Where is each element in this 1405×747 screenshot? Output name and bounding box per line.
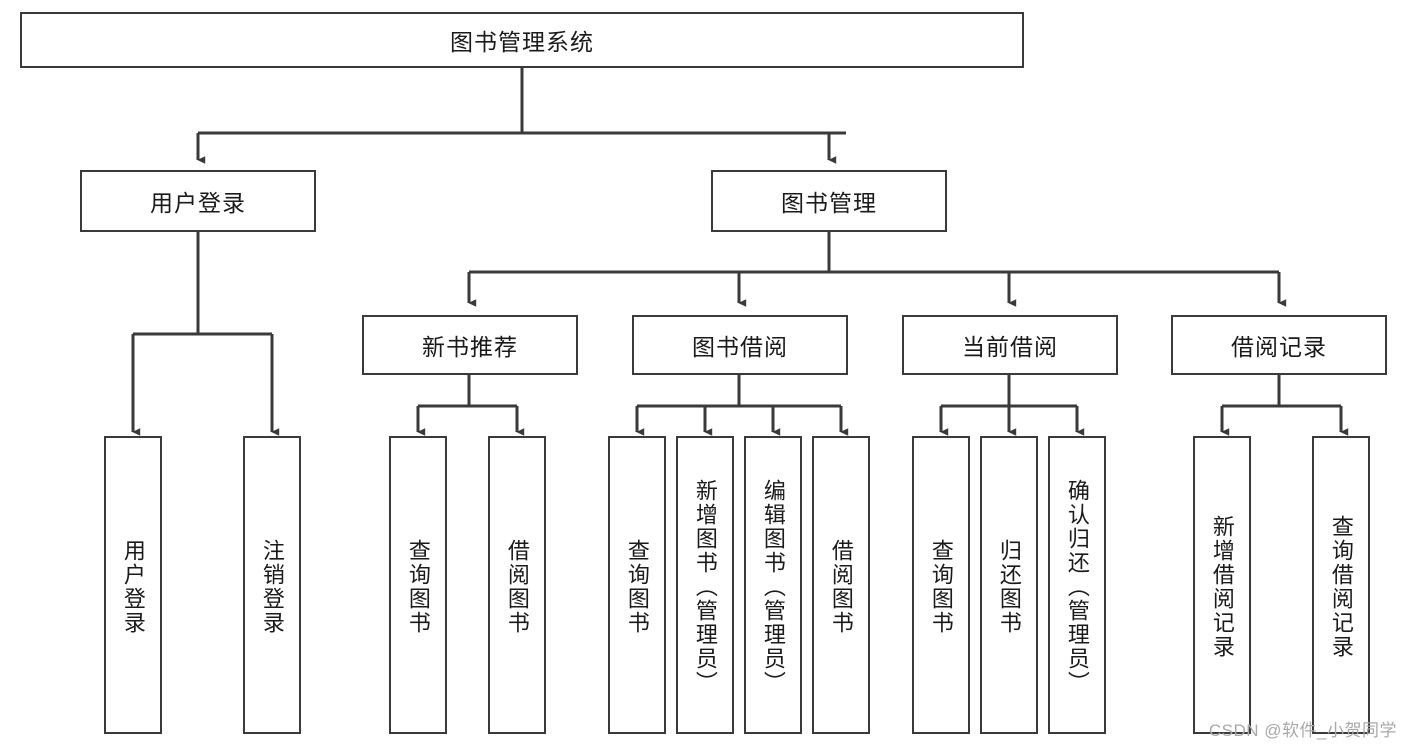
node-leaf-add-book-label: 新增图书（管理员） xyxy=(692,479,718,695)
node-leaf-add-book[interactable]: 新增图书（管理员） xyxy=(676,436,734,734)
node-leaf-user-logout[interactable]: 注销登录 xyxy=(243,436,301,734)
node-leaf-add-record-label: 新增借阅记录 xyxy=(1209,515,1235,659)
node-current-borrow[interactable]: 当前借阅 xyxy=(902,315,1118,375)
node-leaf-borrow-book-1[interactable]: 借阅图书 xyxy=(488,436,546,734)
node-root-label: 图书管理系统 xyxy=(450,29,594,55)
node-leaf-query-record-label: 查询借阅记录 xyxy=(1328,515,1354,659)
node-leaf-user-login[interactable]: 用户登录 xyxy=(104,436,162,734)
node-new-book-recommend[interactable]: 新书推荐 xyxy=(362,315,578,375)
node-leaf-borrow-book-2-label: 借阅图书 xyxy=(828,539,854,635)
node-leaf-query-book-1[interactable]: 查询图书 xyxy=(389,436,447,734)
node-leaf-user-logout-label: 注销登录 xyxy=(259,539,285,635)
node-borrow-record-label: 借阅记录 xyxy=(1231,334,1327,360)
node-leaf-borrow-book-2[interactable]: 借阅图书 xyxy=(812,436,870,734)
node-leaf-query-record[interactable]: 查询借阅记录 xyxy=(1312,436,1370,734)
node-leaf-query-book-3[interactable]: 查询图书 xyxy=(912,436,970,734)
node-leaf-edit-book-label: 编辑图书（管理员） xyxy=(760,479,786,695)
node-current-borrow-label: 当前借阅 xyxy=(962,334,1058,360)
node-leaf-return-book-label: 归还图书 xyxy=(996,539,1022,635)
node-root[interactable]: 图书管理系统 xyxy=(20,12,1024,68)
node-leaf-query-book-3-label: 查询图书 xyxy=(928,539,954,635)
node-leaf-edit-book[interactable]: 编辑图书（管理员） xyxy=(744,436,802,734)
node-leaf-borrow-book-1-label: 借阅图书 xyxy=(504,539,530,635)
node-book-borrow-label: 图书借阅 xyxy=(692,334,788,360)
watermark-text: CSDN @软件_小贺同学 xyxy=(1208,721,1397,740)
node-leaf-confirm-return-label: 确认归还（管理员） xyxy=(1064,479,1090,695)
node-leaf-user-login-label: 用户登录 xyxy=(120,539,146,635)
node-user-login[interactable]: 用户登录 xyxy=(80,170,316,232)
node-borrow-record[interactable]: 借阅记录 xyxy=(1171,315,1387,375)
node-new-book-recommend-label: 新书推荐 xyxy=(422,334,518,360)
node-leaf-return-book[interactable]: 归还图书 xyxy=(980,436,1038,734)
node-book-management-label: 图书管理 xyxy=(781,190,877,216)
node-book-borrow[interactable]: 图书借阅 xyxy=(632,315,848,375)
node-leaf-query-book-2[interactable]: 查询图书 xyxy=(608,436,666,734)
node-user-login-label: 用户登录 xyxy=(150,190,246,216)
node-leaf-confirm-return[interactable]: 确认归还（管理员） xyxy=(1048,436,1106,734)
node-leaf-query-book-2-label: 查询图书 xyxy=(624,539,650,635)
node-leaf-query-book-1-label: 查询图书 xyxy=(405,539,431,635)
node-leaf-add-record[interactable]: 新增借阅记录 xyxy=(1193,436,1251,734)
node-book-management[interactable]: 图书管理 xyxy=(711,170,947,232)
